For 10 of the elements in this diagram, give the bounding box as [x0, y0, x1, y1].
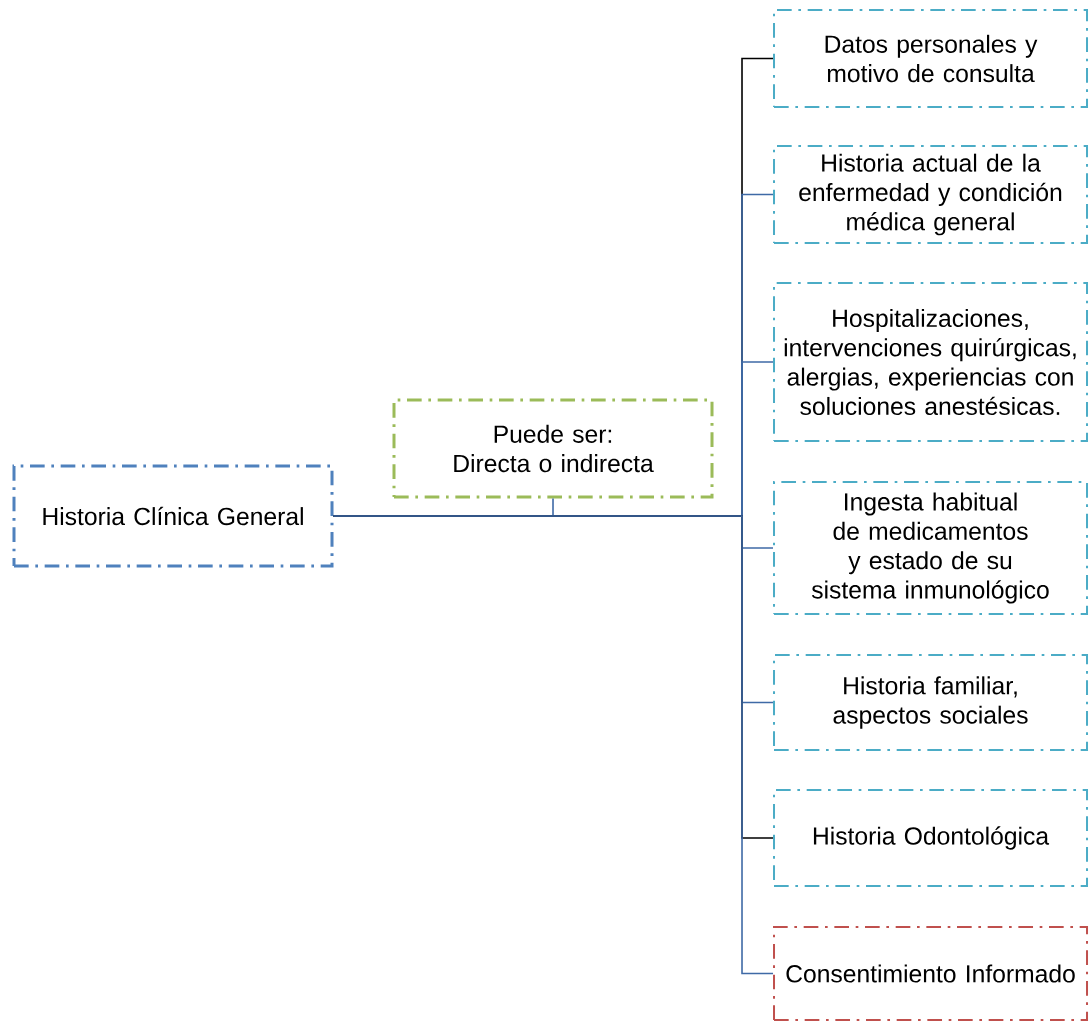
connector-line — [332, 515, 774, 975]
topic-box: Historia Odontológica — [773, 789, 1088, 887]
topic-box: Consentimiento Informado — [773, 926, 1088, 1021]
topic-box: Datos personales y motivo de consulta — [773, 9, 1088, 108]
topic-box: Historia familiar, aspectos sociales — [773, 654, 1088, 751]
topic-box: Hospitalizaciones, intervenciones quirúrgicas, alergias, experiencias con soluciones anestésicas. — [773, 282, 1088, 442]
main-box: Historia Clínica General — [12, 464, 334, 568]
topic-box: Historia actual de la enfermedad y condición médica general — [773, 145, 1088, 244]
note-box: Puede ser: Directa o indirecta — [392, 398, 714, 499]
topic-box: Ingesta habitual de medicamentos y estado de su sistema inmunológico — [773, 481, 1088, 615]
